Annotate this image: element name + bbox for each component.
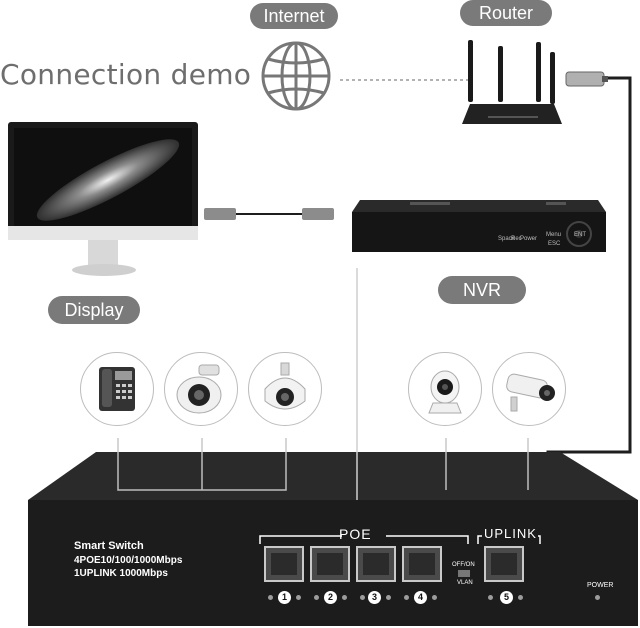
nvr-power-label: Power (520, 236, 538, 242)
port-led (342, 595, 347, 600)
port-led (432, 595, 437, 600)
nvr-enter-label: ENT (574, 232, 586, 238)
power-led (595, 595, 600, 600)
switch-spec-poe: 4POE10/100/1000Mbps (74, 555, 183, 566)
dome-camera-device (164, 352, 238, 426)
ptz-camera-icon (264, 362, 306, 410)
nvr-space-label: Space (498, 236, 516, 242)
port-led (314, 595, 319, 600)
vlan-toggle[interactable] (458, 570, 470, 577)
port-led (404, 595, 409, 600)
poe-port-4[interactable] (402, 546, 442, 582)
port-number-5: 5 (500, 591, 513, 604)
nvr-rec-label: Rec (511, 236, 522, 242)
ip-phone-device (80, 352, 154, 426)
nvr-menu-label: Menu (546, 232, 562, 238)
nvr-esc-label: ESC (548, 241, 561, 247)
port-led (518, 595, 523, 600)
dome-camera-icon (176, 364, 222, 414)
switch-spec-uplink: 1UPLINK 1000Mbps (74, 568, 168, 579)
port-led (296, 595, 301, 600)
port-number-1: 1 (278, 591, 291, 604)
globe-icon (261, 41, 331, 111)
router-label: Router (460, 0, 552, 26)
port-led (488, 595, 493, 600)
poe-label: POE (339, 526, 372, 542)
nvr-label: NVR (438, 276, 526, 304)
ptz-camera-device (248, 352, 322, 426)
vlan-toggle-label: OFF/ON (452, 562, 475, 568)
power-label: POWER (587, 582, 614, 589)
uplink-bracket (477, 535, 541, 544)
poe-switch: Smart Switch 4POE10/100/1000Mbps 1UPLINK… (28, 500, 638, 626)
poe-bracket (259, 535, 469, 544)
port-led (386, 595, 391, 600)
ip-phone-icon (99, 367, 135, 411)
home-camera-icon (428, 370, 462, 414)
port-number-3: 3 (368, 591, 381, 604)
port-led (268, 595, 273, 600)
connection-demo-title: Connection demo (0, 58, 252, 91)
nvr-recorder-icon (352, 200, 606, 252)
bullet-camera-device (492, 352, 566, 426)
home-camera-device (408, 352, 482, 426)
uplink-port-5[interactable] (484, 546, 524, 582)
poe-port-1[interactable] (264, 546, 304, 582)
switch-title: Smart Switch (74, 540, 144, 552)
bullet-camera-icon (506, 373, 555, 412)
monitor-icon (8, 122, 198, 276)
vlan-label: VLAN (457, 580, 473, 586)
internet-label: Internet (250, 3, 338, 29)
router-icon (462, 40, 608, 124)
uplink-label: UPLINK (484, 526, 537, 541)
poe-port-2[interactable] (310, 546, 350, 582)
poe-port-3[interactable] (356, 546, 396, 582)
port-led (360, 595, 365, 600)
hdmi-cable-icon (204, 208, 334, 220)
display-label: Display (48, 296, 140, 324)
port-number-2: 2 (324, 591, 337, 604)
port-number-4: 4 (414, 591, 427, 604)
